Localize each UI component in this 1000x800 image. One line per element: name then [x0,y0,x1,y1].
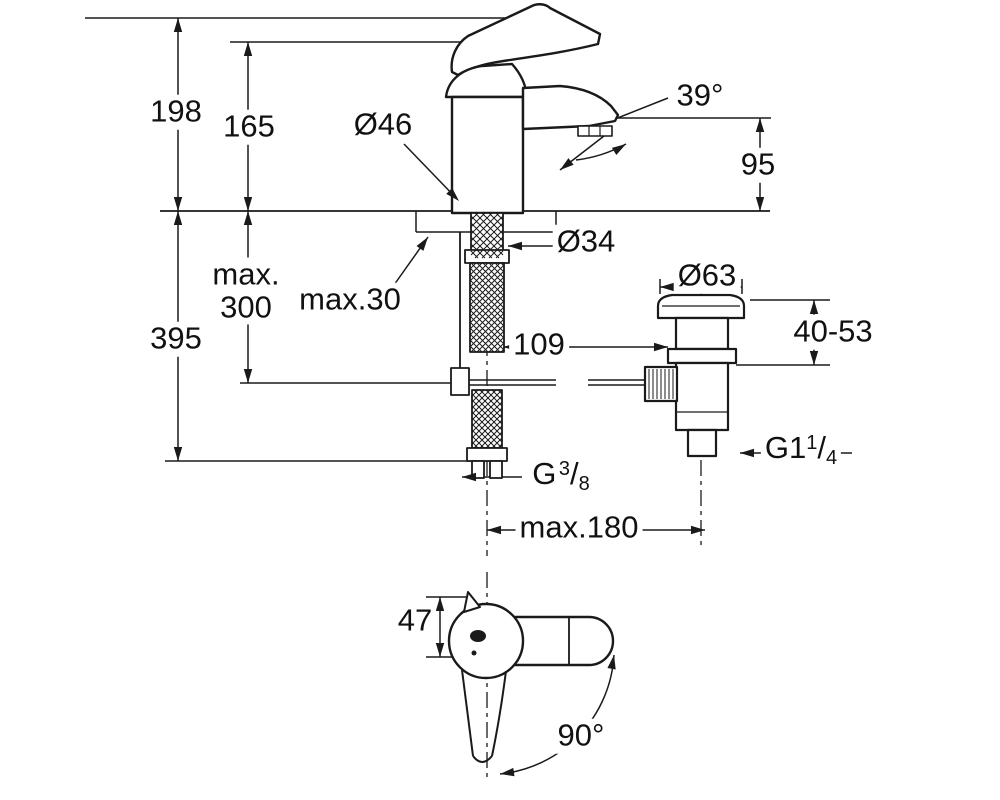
dim-max30-label: max.30 [295,282,405,318]
angle-90-label: 90° [553,718,609,754]
waste-thread-label: G11/4 [760,398,842,470]
lever-handle [450,3,602,77]
dim-max300-label: max. 300 [208,257,284,325]
faucet-body [450,95,525,215]
angle-39-label: 39° [672,78,728,114]
aerator [577,125,613,137]
faucet-side-view [444,3,646,479]
waste-assembly [643,293,746,458]
dim-395-label: 395 [146,321,206,357]
popup-rod-horizontal [469,379,646,386]
body-top-view [447,602,525,680]
knurl-texture [648,369,674,399]
lever-swivel-position [461,669,507,763]
supply-thread-den: 8 [578,472,590,495]
handle-top-view [447,591,615,763]
supply-thread-base: G [532,455,557,491]
hatch-texture [469,212,505,449]
waste-thread-den: 4 [825,446,838,469]
waste-thread-slash: / [817,429,826,465]
angle39-leader [609,97,669,122]
dia-63-label: Ø63 [673,258,741,294]
waste-seal-ring [666,347,738,365]
lever-dot-mark [471,650,477,656]
waste-body-lower [674,361,730,432]
supply-thread-num: 3 [558,457,571,480]
dim-40-53-label: 40-53 [789,314,877,350]
rod-clamp [450,367,470,396]
supply-thread-label: G 3/8 [528,424,594,496]
spout-tip-top-view [463,591,481,613]
dim-47-label: 47 [393,603,437,639]
supply-thread-slash: / [570,455,579,491]
hose-nipple-right [489,460,503,479]
hose-fitting [466,447,508,462]
swivel-arc [499,654,615,775]
waste-thread-num: 1 [806,431,818,454]
dim-198-label: 198 [146,94,206,130]
waste-body-upper [674,316,730,351]
dim-165-label: 165 [219,109,279,145]
dia-34-label: Ø34 [552,224,620,260]
dim-109-label: 109 [509,327,569,363]
spout [521,84,620,131]
dim-max180-label: max.180 [515,510,643,546]
waste-tailpiece [686,428,718,458]
waste-thread-base: G1 [764,429,807,465]
lever-logo-mark [470,630,486,642]
dia-46-label: Ø46 [349,107,417,143]
dim-95-label: 95 [736,147,780,183]
